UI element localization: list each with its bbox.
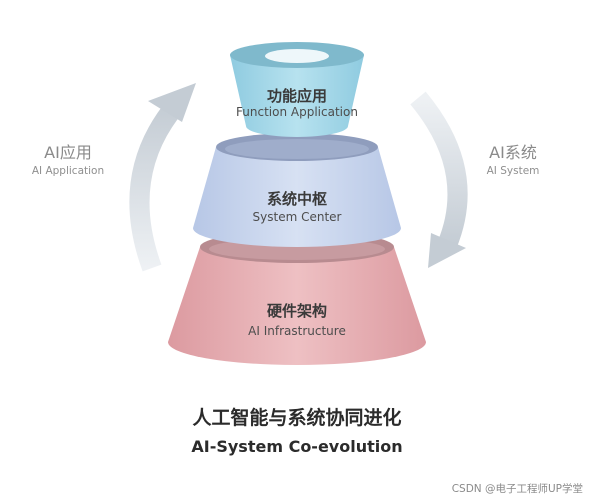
watermark: CSDN @电子工程师UP学堂 bbox=[452, 482, 583, 495]
caption-english: AI-System Co-evolution bbox=[191, 437, 402, 456]
tier-system-center bbox=[193, 133, 401, 247]
tier-function-application bbox=[230, 42, 364, 137]
tier-hardware-infrastructure bbox=[168, 231, 426, 365]
bottom-tier-subtitle: AI Infrastructure bbox=[248, 324, 346, 338]
middle-tier-subtitle: System Center bbox=[253, 210, 342, 224]
top-tier-title: 功能应用 bbox=[267, 87, 327, 105]
bottom-tier-title: 硬件架构 bbox=[267, 302, 327, 320]
left-arrow-title: AI应用 bbox=[44, 143, 92, 162]
left-arrow-subtitle: AI Application bbox=[32, 165, 104, 177]
middle-tier-title: 系统中枢 bbox=[267, 190, 327, 208]
left-cycle-arrow bbox=[129, 83, 196, 272]
right-cycle-arrow bbox=[410, 91, 468, 268]
top-tier-subtitle: Function Application bbox=[236, 105, 358, 119]
right-arrow-title: AI系统 bbox=[489, 143, 537, 162]
caption-chinese: 人工智能与系统协同进化 bbox=[192, 406, 401, 429]
right-arrow-subtitle: AI System bbox=[487, 165, 540, 177]
